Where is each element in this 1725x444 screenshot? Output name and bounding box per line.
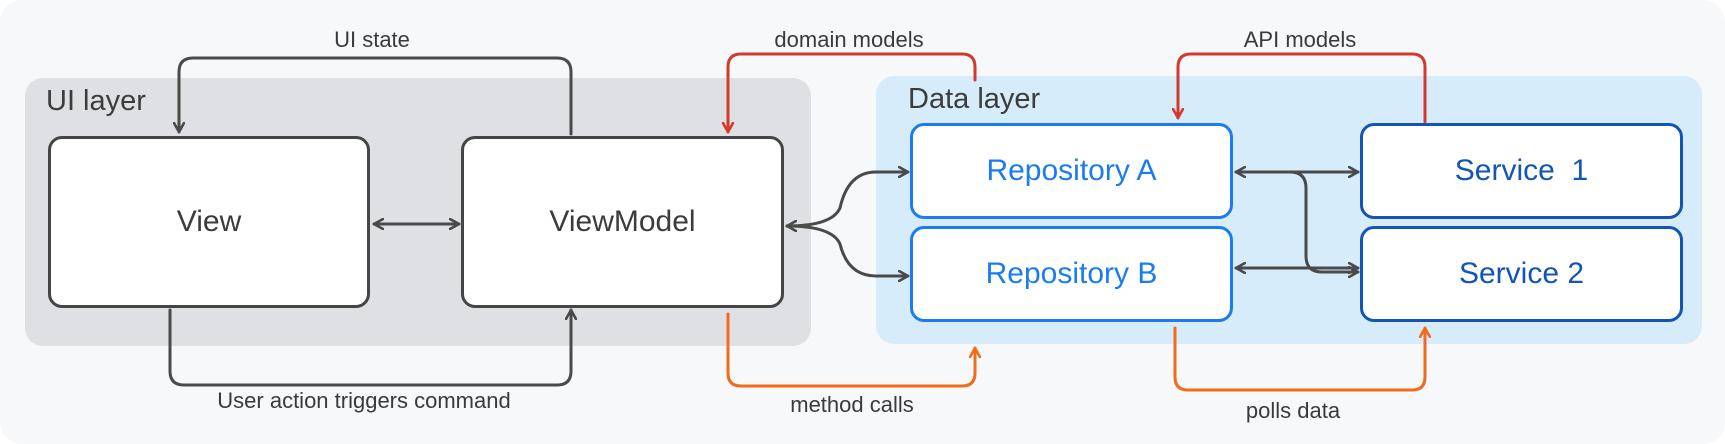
ui-state-label: UI state xyxy=(334,27,410,52)
user-action-label: User action triggers command xyxy=(217,388,511,413)
domain-models-arrow xyxy=(728,52,977,134)
service-2-node[interactable]: Service 2 xyxy=(1360,226,1683,322)
ui-state-arrow xyxy=(179,56,573,136)
ui-layer-title: UI layer xyxy=(46,85,146,117)
api-models-arrow xyxy=(1178,52,1427,124)
domain-models-label: domain models xyxy=(774,27,924,52)
polls-data-label: polls data xyxy=(1245,398,1341,423)
viewmodel-repo-a-arrow xyxy=(785,172,910,226)
service-1-node[interactable]: Service 1 xyxy=(1360,123,1683,219)
viewmodel-node[interactable]: ViewModel xyxy=(461,136,784,308)
viewmodel-repo-b-arrow xyxy=(785,224,910,276)
repository-b-node[interactable]: Repository B xyxy=(910,226,1233,322)
method-calls-arrow xyxy=(726,312,975,388)
method-calls-label: method calls xyxy=(790,392,914,417)
api-models-label: API models xyxy=(1243,27,1357,52)
repository-a-node[interactable]: Repository A xyxy=(910,123,1233,219)
data-layer-title: Data layer xyxy=(908,83,1041,115)
polls-data-arrow xyxy=(1173,326,1425,392)
user-action-arrow xyxy=(168,308,571,387)
view-node[interactable]: View xyxy=(48,136,370,308)
repo-a-service-2-arrow xyxy=(1234,170,1360,272)
